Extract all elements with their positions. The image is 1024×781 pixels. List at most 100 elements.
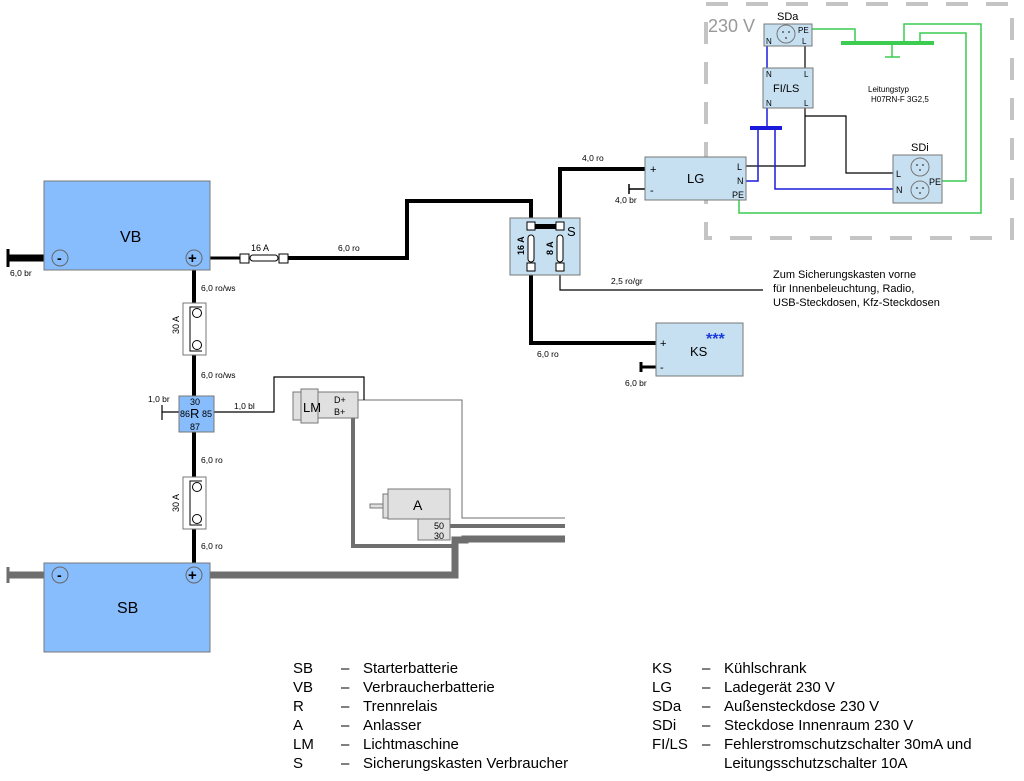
socket-sdi-pe: PE [929, 177, 941, 187]
battery-sb-label: SB [117, 600, 138, 617]
socket-sda-label: SDa [777, 11, 799, 23]
wire-sb-to-starter [205, 535, 565, 579]
legend-dash: – [702, 679, 711, 696]
fridge-label: KS [690, 344, 708, 359]
fuse-30a-top-link [189, 306, 202, 352]
front-fusebox-note-2: für Innenbeleuchtung, Radio, [773, 283, 914, 295]
breaker-fils[interactable]: N L FI/LS N L [762, 67, 814, 109]
wire-vb-to-s [287, 199, 533, 260]
wire-pe-lg [738, 23, 982, 214]
fuse-16a[interactable]: 16 A [239, 243, 289, 264]
legend-item: KS–Kühlschrank [652, 659, 972, 678]
legend-text: Verbraucherbatterie [363, 679, 495, 696]
socket-sdi[interactable]: SDi L N PE [892, 142, 943, 204]
wire-pe-sdi [919, 32, 967, 182]
legend-text: Starterbatterie [363, 660, 459, 677]
engine-wiring [6, 399, 565, 583]
legend-dash: – [702, 660, 711, 677]
fusebox-s-fuse-16a-label: 16 A [516, 236, 526, 255]
alternator-lm[interactable]: LM D+ B+ [292, 388, 359, 424]
fuse-30a-top[interactable]: 30 A [171, 302, 207, 356]
charger-lg[interactable]: + - LG L N PE [644, 156, 747, 201]
fuse-30a-bottom[interactable]: 30 A [171, 476, 207, 530]
legend-dash: – [702, 736, 711, 753]
legend-text: Lichtmaschine [363, 736, 459, 753]
legend-abbr: FI/LS [652, 736, 688, 753]
legend-dash: – [341, 717, 350, 734]
fusebox-s[interactable]: S 16 A 8 A [509, 217, 581, 276]
fuse-16a-body [249, 254, 279, 262]
wire-label: 6,0 br [625, 378, 647, 388]
legend-item: VB –Verbraucherbatterie [293, 678, 568, 697]
legend-abbr: R [293, 698, 304, 715]
legend-dash: – [702, 698, 711, 715]
legend-item: SB–Starterbatterie [293, 659, 568, 678]
fridge-ks[interactable]: + - KS *** [655, 322, 744, 377]
socket-sda[interactable]: SDa N L PE [763, 11, 813, 47]
legend-right: KS–Kühlschrank LG–Ladegerät 230 V SDa–Au… [652, 659, 972, 773]
charger-plus: + [650, 164, 656, 176]
wire-label: 6,0 ro/ws [201, 283, 236, 293]
fridge-stars: *** [706, 331, 725, 348]
socket-sdi-pin [916, 187, 918, 189]
legend-dash: – [341, 679, 350, 696]
legend-item: SDi–Steckdose Innenraum 230 V [652, 716, 972, 735]
relay-r[interactable]: 30 86 R 85 87 [178, 395, 215, 433]
battery-vb-plus-terminal [185, 249, 203, 267]
wire-l-fils-sdi [805, 115, 893, 174]
fuse-16a-label: 16 A [251, 243, 269, 253]
wire-label: 1,0 br [148, 394, 170, 404]
socket-sdi-pin [916, 164, 918, 166]
wire-s-to-lg [558, 167, 645, 222]
battery-sb-minus-sign: - [57, 567, 62, 583]
battery-sb-body [43, 562, 211, 653]
legend-dash: – [341, 755, 350, 772]
wire-relay-to-lm [210, 376, 365, 413]
area-230v-border [704, 2, 1014, 240]
starter-body [387, 488, 451, 520]
socket-sda-outlet-icon [776, 24, 796, 44]
wire-n-sdi [774, 128, 893, 190]
battery-sb[interactable]: SB - + [43, 562, 211, 653]
starter-a[interactable]: A 50 30 [369, 488, 451, 541]
relay-pin-85: 85 [202, 409, 212, 419]
legend-text: Ladegerät 230 V [724, 679, 835, 696]
wire-lm-dplus [353, 399, 565, 519]
legend-item: SDa–Außensteckdose 230 V [652, 697, 972, 716]
legend-dash: – [341, 736, 350, 753]
legend-item-continuation: Leitungsschutzschalter 10A [652, 754, 972, 773]
wire-label: 1,0 bl [234, 401, 255, 411]
charger-label: LG [687, 171, 704, 186]
socket-sda-pin [785, 37, 787, 39]
legend-text: Sicherungskasten Verbraucher [363, 755, 569, 772]
fusebox-s-fuse-16a [527, 234, 535, 263]
legend-item: LM –Lichtmaschine [293, 735, 568, 754]
wire-label: 6,0 ro [537, 349, 559, 359]
socket-sdi-outlet-icon [910, 157, 930, 177]
socket-sda-pin [782, 31, 784, 33]
battery-sb-minus-terminal [51, 566, 69, 584]
battery-vb[interactable]: VB - + [43, 180, 211, 271]
charger-minus: - [650, 185, 654, 197]
wire-pe-sda [812, 28, 856, 42]
fuse-30a-bottom-label: 30 A [171, 494, 181, 512]
legend-abbr: VB [293, 679, 314, 696]
battery-vb-minus-sign: - [57, 250, 62, 266]
wire-label: 6,0 ro/ws [201, 370, 236, 380]
front-fusebox-note-1: Zum Sicherungskasten vorne [773, 269, 916, 281]
breaker-n-bottom: N [766, 99, 772, 108]
cable-type-value: H07RN-F 3G2,5 [871, 95, 929, 104]
charger-lg-body [644, 156, 747, 201]
fuse-16a-cap-left [239, 253, 250, 264]
cable-type-title: Leitungstyp [868, 85, 909, 94]
legend-dash: – [702, 717, 711, 734]
starter-pin-50: 50 [434, 521, 444, 531]
legend-abbr: LM [293, 736, 314, 753]
fuse-30a-bottom-contact [192, 514, 202, 524]
wire-s-to-front-fusebox [559, 270, 763, 291]
socket-sdi-pin [919, 192, 921, 194]
relay-pin-87: 87 [190, 422, 200, 432]
wire-n-lg [746, 128, 759, 182]
legend-text: Anlasser [363, 717, 422, 734]
legend-abbr: SB [293, 660, 314, 677]
